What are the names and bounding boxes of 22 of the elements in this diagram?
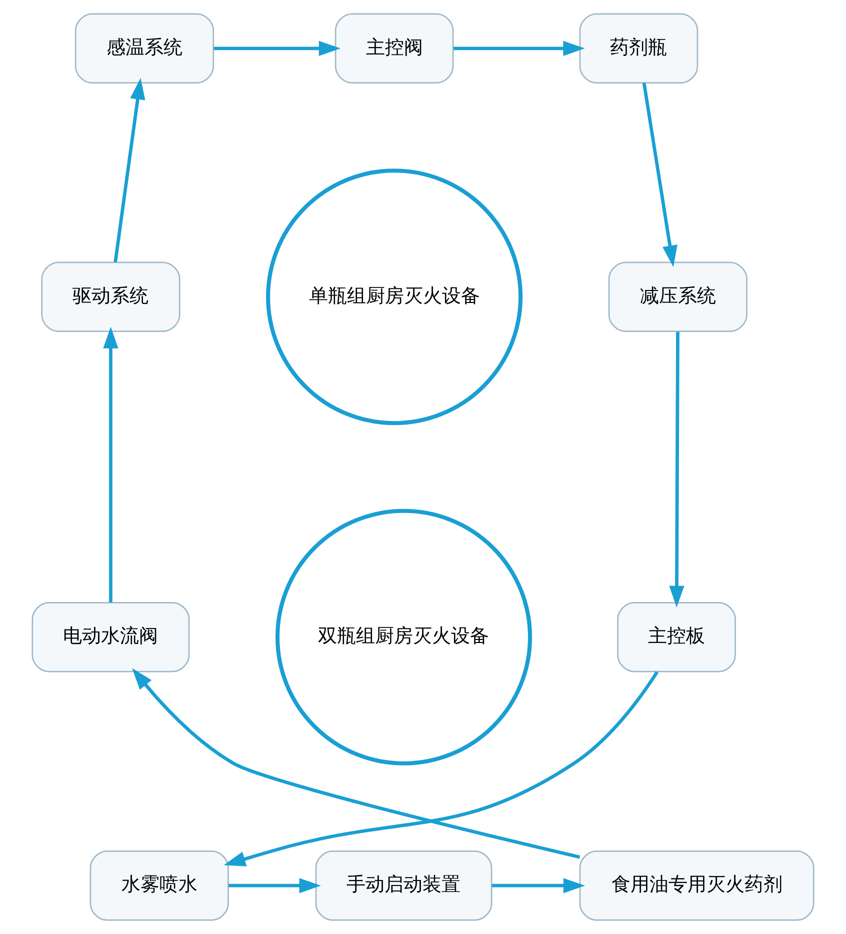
arrow	[114, 78, 146, 262]
arrow	[454, 40, 585, 56]
arrow	[228, 878, 321, 894]
node-box: 主控阀	[334, 13, 454, 84]
node-circle: 单瓶组厨房灭火设备	[266, 168, 523, 426]
node-box: 主控板	[617, 602, 736, 672]
arrow	[214, 40, 341, 56]
node-box: 食用油专用灭火药剂	[579, 850, 814, 921]
arrow	[103, 326, 118, 602]
node-box: 驱动系统	[41, 262, 180, 332]
node-box: 水雾喷水	[90, 850, 229, 921]
node-box: 药剂瓶	[579, 13, 698, 84]
arrow	[224, 671, 659, 866]
node-box: 减压系统	[608, 262, 748, 332]
node-box: 感温系统	[74, 13, 214, 84]
arrow	[669, 332, 684, 608]
arrow	[642, 82, 678, 268]
node-box: 手动启动装置	[315, 850, 492, 921]
arrow	[132, 668, 580, 859]
node-circle: 双瓶组厨房灭火设备	[275, 508, 532, 766]
arrow	[492, 878, 586, 894]
node-box: 电动水流阀	[32, 602, 190, 672]
